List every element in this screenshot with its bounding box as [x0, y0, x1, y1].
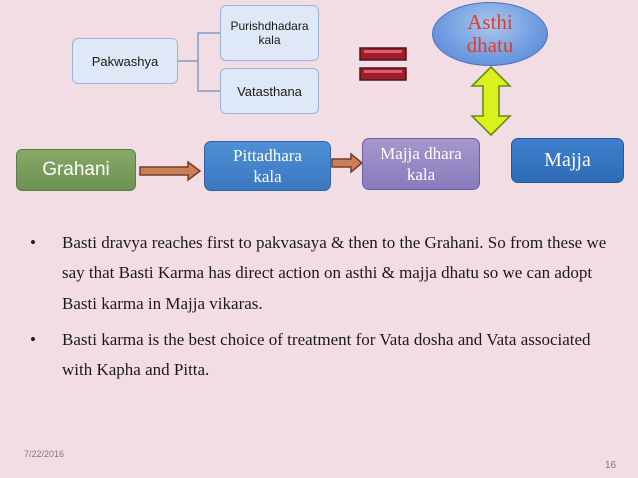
vatasthana-label: Vatasthana — [237, 83, 302, 99]
pittadhara-label: Pittadhara — [233, 145, 302, 165]
pittadhara-kala-label: kala — [253, 167, 282, 186]
pakwashya-box: Pakwashya — [72, 38, 178, 84]
grahani-label: Grahani — [42, 159, 110, 180]
double-arrow-icon — [470, 66, 512, 136]
right-arrow-icon — [331, 152, 363, 174]
bullet-item: • Basti dravya reaches first to pakvasaya… — [30, 228, 610, 319]
slide-date: 7/22/2016 — [24, 449, 65, 459]
asthi-dhatu-ellipse: Asthi dhatu — [432, 2, 548, 66]
majja-label: Majja — [544, 149, 591, 171]
bullet-text: Basti karma is the best choice of treatm… — [62, 329, 591, 379]
bullet-icon: • — [30, 329, 36, 349]
purishdhadara-box: Purishdhadara kala — [220, 5, 319, 61]
bullet-icon: • — [30, 233, 36, 252]
pakwashya-label: Pakwashya — [91, 53, 159, 69]
vatasthana-box: Vatasthana — [220, 68, 319, 114]
bullet-text: Basti dravya reaches first to pakvasaya … — [62, 233, 607, 313]
majja-dhara-kala-box: Majja dhara kala — [362, 138, 480, 190]
connector-pakwashya-vatasthana — [197, 61, 220, 92]
grahani-box: Grahani — [16, 149, 136, 191]
equals-sign-icon — [359, 47, 407, 81]
connector-pakwashya-purishdhadara — [178, 32, 220, 62]
pittadhara-kala-box: Pittadhara kala — [204, 141, 331, 191]
asthi-label: Asthi — [467, 9, 513, 34]
purishdhadara-label: Purishdhadara kala — [230, 18, 309, 47]
majja-dhara-kala-label: kala — [406, 165, 436, 184]
majja-dhara-label: Majja dhara — [380, 143, 462, 163]
bullet-list: • Basti dravya reaches first to pakvasaya… — [30, 228, 610, 391]
majja-box: Majja — [511, 138, 624, 183]
slide-page-number: 16 — [605, 460, 617, 471]
dhatu-label: dhatu — [466, 33, 514, 57]
right-arrow-icon — [139, 160, 202, 182]
bullet-item: • Basti karma is the best choice of treat… — [30, 325, 610, 386]
